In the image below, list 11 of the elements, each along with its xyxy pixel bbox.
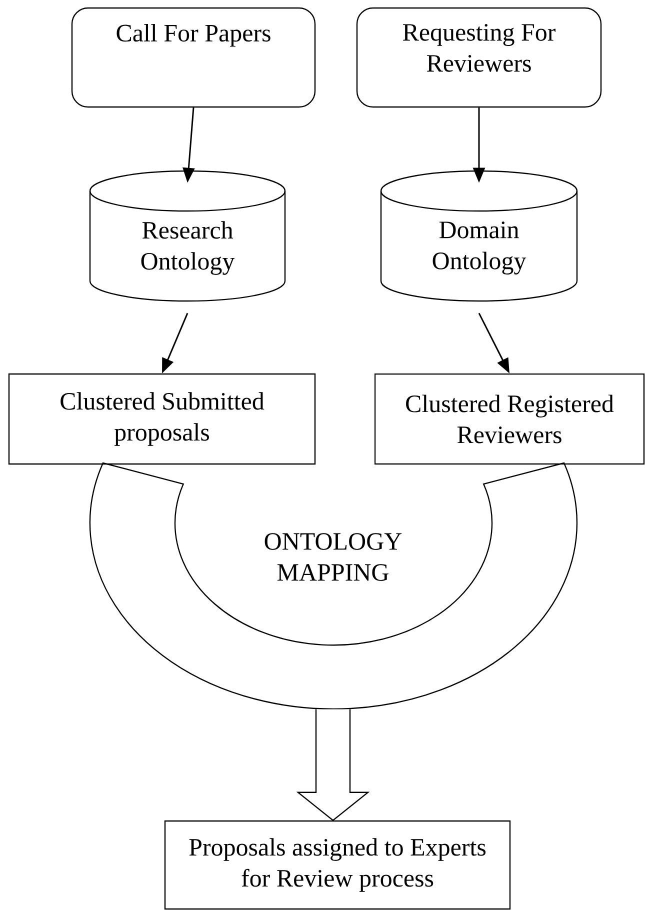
database-cylinder: Domain Ontology — [380, 170, 578, 302]
rounded-box: Requesting For Reviewers — [356, 7, 602, 108]
node-label: Research Ontology — [141, 221, 235, 275]
node-label: Domain Ontology — [432, 222, 526, 274]
process-box: Proposals assigned to Experts for Review process — [164, 820, 511, 910]
rounded-box: Call For Papers — [71, 7, 316, 108]
process-box: Clustered Submitted proposals — [8, 373, 316, 465]
block-arrow — [296, 708, 370, 822]
curved-band: ONTOLOGY MAPPING — [90, 462, 578, 710]
database-cylinder: Research Ontology — [89, 170, 286, 302]
process-box: Clustered Registered Reviewers — [374, 373, 645, 465]
